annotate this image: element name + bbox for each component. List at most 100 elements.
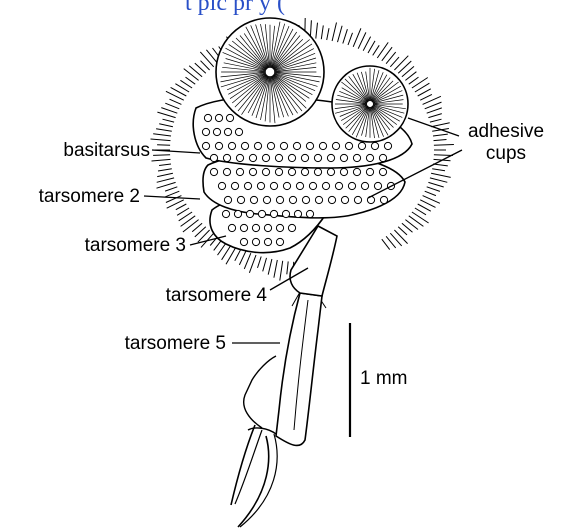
pore xyxy=(379,154,386,161)
pore xyxy=(270,182,277,189)
bristle xyxy=(431,173,451,177)
bristle xyxy=(398,61,411,73)
pore xyxy=(288,168,295,175)
bristle xyxy=(158,169,172,171)
pore xyxy=(246,210,253,217)
pore xyxy=(276,196,283,203)
pore xyxy=(252,238,259,245)
bristle xyxy=(244,253,251,269)
bristle xyxy=(321,25,323,39)
pore xyxy=(315,196,322,203)
bristle xyxy=(274,260,277,278)
pore xyxy=(353,154,360,161)
pore xyxy=(288,224,295,231)
pore xyxy=(264,238,271,245)
pore xyxy=(288,154,295,161)
bristle xyxy=(420,94,432,100)
pore xyxy=(374,182,381,189)
bristle xyxy=(427,108,442,113)
pore xyxy=(327,168,334,175)
pore xyxy=(283,182,290,189)
pore xyxy=(234,210,241,217)
pore xyxy=(267,142,274,149)
bristle xyxy=(156,129,172,132)
pore xyxy=(366,168,373,175)
bristle xyxy=(425,102,442,109)
bristle xyxy=(280,261,283,281)
pore xyxy=(249,154,256,161)
label-basitarsus: basitarsus xyxy=(63,141,150,161)
bristle xyxy=(394,56,408,70)
bristle xyxy=(161,108,177,114)
pore xyxy=(231,182,238,189)
bristle xyxy=(200,52,213,67)
bristle xyxy=(157,182,176,188)
pore xyxy=(254,142,261,149)
bristle xyxy=(166,196,182,203)
pore xyxy=(282,210,289,217)
bristle xyxy=(157,178,174,182)
bristle xyxy=(327,28,329,40)
pore xyxy=(235,128,242,135)
bristle xyxy=(235,249,241,260)
label-tarsomere-3: tarsomere 3 xyxy=(85,236,186,256)
bristle xyxy=(353,28,361,47)
pore xyxy=(213,128,220,135)
bristle xyxy=(263,258,267,272)
pore xyxy=(276,224,283,231)
bristle xyxy=(348,33,353,45)
bristle xyxy=(428,114,441,118)
pore xyxy=(348,182,355,189)
pore xyxy=(319,142,326,149)
bristle xyxy=(368,41,375,53)
pore xyxy=(252,224,259,231)
pore xyxy=(228,142,235,149)
pore xyxy=(222,210,229,217)
pore xyxy=(293,142,300,149)
leader-basitarsus xyxy=(152,150,200,153)
pore xyxy=(204,114,211,121)
pore xyxy=(262,154,269,161)
pore xyxy=(332,142,339,149)
pore xyxy=(314,168,321,175)
bristle xyxy=(184,69,199,81)
tarsomere-5-segment xyxy=(276,293,322,446)
pore xyxy=(236,154,243,161)
pore xyxy=(275,154,282,161)
pore xyxy=(241,142,248,149)
pore xyxy=(335,182,342,189)
pore xyxy=(226,114,233,121)
pore xyxy=(366,154,373,161)
pore xyxy=(340,154,347,161)
bristle xyxy=(189,66,202,77)
pore xyxy=(202,128,209,135)
pore xyxy=(353,168,360,175)
bristle xyxy=(418,89,431,96)
bristle xyxy=(165,187,177,191)
bristle xyxy=(434,145,454,146)
bristle xyxy=(176,204,187,210)
pore xyxy=(322,182,329,189)
bristle xyxy=(165,191,179,197)
bristle xyxy=(153,134,171,136)
pore xyxy=(306,142,313,149)
bristle xyxy=(343,29,348,43)
bristle xyxy=(409,77,419,84)
bristle xyxy=(181,216,196,227)
pore xyxy=(380,196,387,203)
pore xyxy=(289,196,296,203)
pore xyxy=(345,142,352,149)
bristle xyxy=(430,178,447,182)
tarsomere-5-tip xyxy=(244,356,276,428)
pore xyxy=(224,128,231,135)
bristle xyxy=(418,204,431,211)
bristle xyxy=(363,37,370,51)
bristle xyxy=(170,99,182,104)
bristle xyxy=(192,223,202,232)
bristle xyxy=(425,191,436,195)
pore xyxy=(210,154,217,161)
pore xyxy=(263,196,270,203)
bristle xyxy=(177,208,189,215)
